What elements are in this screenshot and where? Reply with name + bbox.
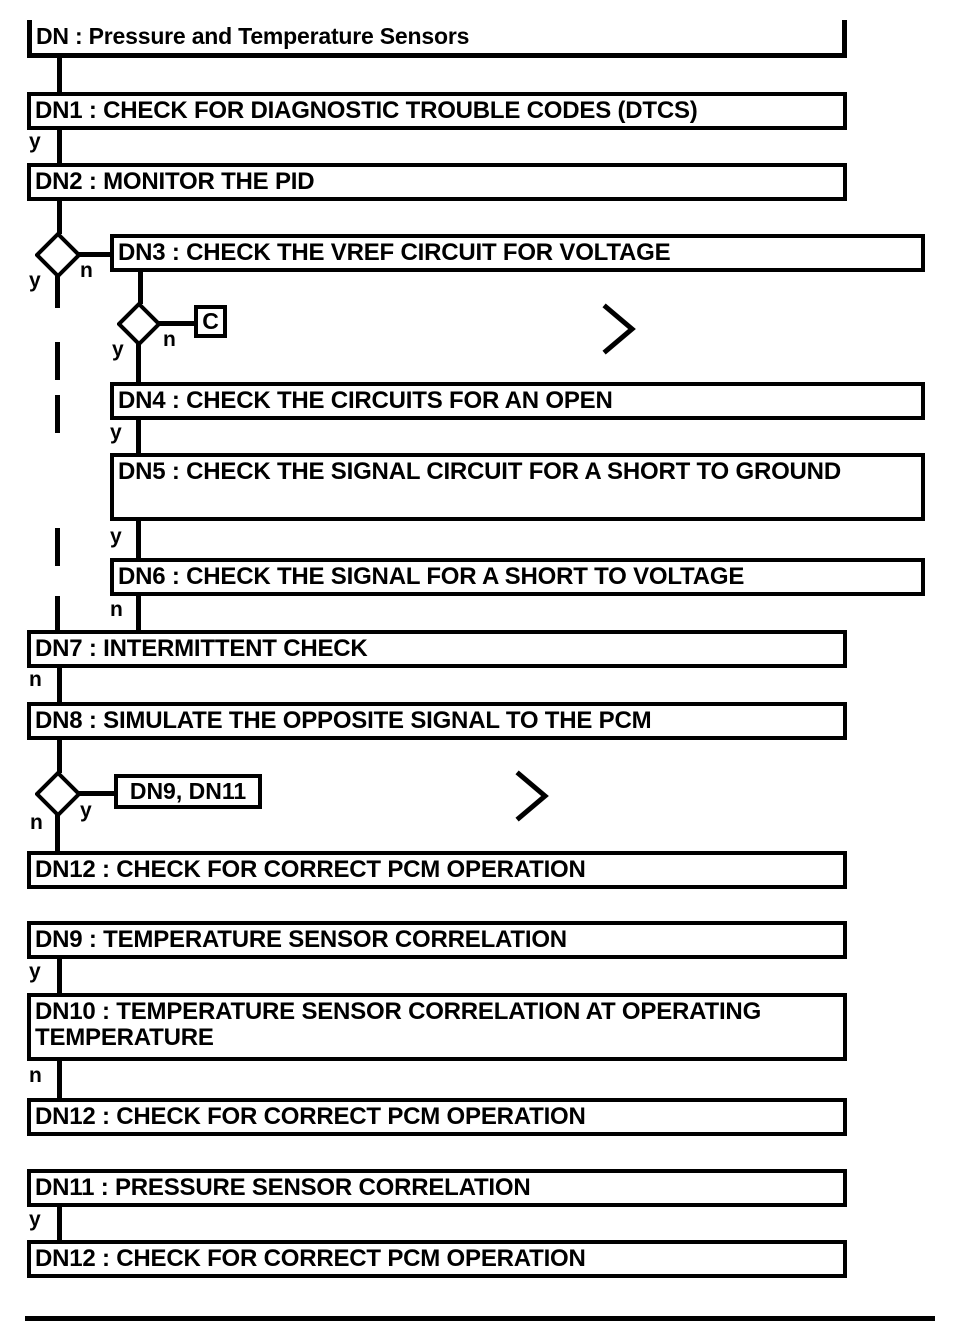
connector-dn11-to-dn12c — [57, 1206, 62, 1242]
flow-box-label: DN10 : TEMPERATURE SENSOR CORRELATION AT… — [35, 998, 762, 1051]
footer-rule — [25, 1316, 935, 1321]
flow-box-dn6[interactable]: DN6 : CHECK THE SIGNAL FOR A SHORT TO VO… — [110, 558, 925, 596]
goto-chevron-icon-1 — [600, 303, 644, 355]
flow-box-label: DN5 : CHECK THE SIGNAL CIRCUIT FOR A SHO… — [118, 458, 841, 485]
flow-box-label: DN2 : MONITOR THE PID — [35, 168, 315, 196]
branch-label-dn6-no: n — [110, 598, 123, 621]
branch-label-dn10-no: n — [29, 1064, 42, 1087]
flow-box-dn1[interactable]: DN1 : CHECK FOR DIAGNOSTIC TROUBLE CODES… — [27, 92, 847, 130]
connector-dn2-to-decision1 — [57, 200, 62, 234]
flow-box-label: DN12 : CHECK FOR CORRECT PCM OPERATION — [35, 1245, 586, 1273]
flow-box-dn5[interactable]: DN5 : CHECK THE SIGNAL CIRCUIT FOR A SHO… — [110, 453, 925, 521]
flow-box-label: DN8 : SIMULATE THE OPPOSITE SIGNAL TO TH… — [35, 707, 652, 735]
flow-box-dn-title[interactable]: DN : Pressure and Temperature Sensors — [27, 20, 847, 58]
connector-decision1-yes-dash-2 — [55, 395, 60, 433]
branch-label-dn5-yes: y — [110, 525, 122, 548]
connector-dn6-to-dn7 — [136, 595, 141, 631]
connector-tag-label: C — [202, 308, 219, 334]
branch-label-decision2-yes: y — [112, 338, 124, 361]
flow-box-label: DN12 : CHECK FOR CORRECT PCM OPERATION — [35, 1103, 586, 1131]
flow-box-dn7[interactable]: DN7 : INTERMITTENT CHECK — [27, 630, 847, 668]
connector-dn8-to-decision3 — [57, 739, 62, 773]
flow-box-dn8[interactable]: DN8 : SIMULATE THE OPPOSITE SIGNAL TO TH… — [27, 702, 847, 740]
branch-label-decision3-yes: y — [80, 799, 92, 822]
flow-box-dn9[interactable]: DN9 : TEMPERATURE SENSOR CORRELATION — [27, 921, 847, 959]
branch-label-dn9-yes: y — [29, 960, 41, 983]
branch-label-dn1-yes: y — [29, 130, 41, 153]
flow-box-label: DN : Pressure and Temperature Sensors — [36, 23, 470, 50]
connector-dn10-to-dn12b — [57, 1060, 62, 1098]
connector-decision1-yes-dash-4 — [55, 596, 60, 630]
branch-label-decision3-no: n — [30, 811, 43, 834]
connector-dn3-to-decision2 — [138, 271, 143, 304]
flow-box-label: DN6 : CHECK THE SIGNAL FOR A SHORT TO VO… — [118, 563, 745, 591]
flow-box-label: DN12 : CHECK FOR CORRECT PCM OPERATION — [35, 856, 586, 884]
connector-decision3-no-to-dn12a — [55, 814, 60, 852]
flow-box-label: DN4 : CHECK THE CIRCUITS FOR AN OPEN — [118, 387, 613, 415]
connector-decision1-no-to-dn3 — [78, 252, 114, 257]
flow-box-label: DN7 : INTERMITTENT CHECK — [35, 635, 368, 663]
connector-tag-dn9-dn11[interactable]: DN9, DN11 — [114, 774, 262, 809]
connector-dn5-to-dn6 — [136, 520, 141, 558]
connector-title-to-dn1 — [57, 57, 62, 94]
branch-label-decision2-no: n — [163, 328, 176, 351]
connector-tag-label: DN9, DN11 — [129, 778, 247, 804]
branch-label-decision1-no: n — [80, 259, 93, 282]
flow-box-label: DN9 : TEMPERATURE SENSOR CORRELATION — [35, 926, 567, 954]
connector-decision1-yes-dash-3 — [55, 528, 60, 566]
connector-decision1-yes-stub — [55, 276, 60, 308]
flow-box-dn12-c[interactable]: DN12 : CHECK FOR CORRECT PCM OPERATION — [27, 1240, 847, 1278]
connector-dn1-to-dn2 — [57, 129, 62, 165]
flow-box-dn12-b[interactable]: DN12 : CHECK FOR CORRECT PCM OPERATION — [27, 1098, 847, 1136]
decision-diamond-1[interactable] — [35, 232, 81, 278]
connector-dn7-to-dn8 — [57, 667, 62, 703]
flow-box-label: DN3 : CHECK THE VREF CIRCUIT FOR VOLTAGE — [118, 239, 671, 267]
flow-box-dn3[interactable]: DN3 : CHECK THE VREF CIRCUIT FOR VOLTAGE — [110, 234, 925, 272]
flow-box-label: DN11 : PRESSURE SENSOR CORRELATION — [35, 1174, 531, 1202]
goto-chevron-icon-2 — [513, 770, 557, 822]
connector-dn4-to-dn5 — [136, 419, 141, 455]
connector-decision1-yes-dash-1 — [55, 342, 60, 380]
connector-dn9-to-dn10 — [57, 958, 62, 994]
flow-box-label: DN1 : CHECK FOR DIAGNOSTIC TROUBLE CODES… — [35, 97, 698, 125]
flow-box-dn2[interactable]: DN2 : MONITOR THE PID — [27, 163, 847, 201]
connector-decision3-yes-to-tag — [78, 791, 116, 796]
flow-box-dn11[interactable]: DN11 : PRESSURE SENSOR CORRELATION — [27, 1169, 847, 1207]
connector-tag-c[interactable]: C — [194, 305, 227, 338]
flow-box-dn10[interactable]: DN10 : TEMPERATURE SENSOR CORRELATION AT… — [27, 993, 847, 1061]
connector-decision2-yes-to-dn4 — [136, 344, 141, 382]
branch-label-dn11-yes: y — [29, 1208, 41, 1231]
branch-label-dn4-yes: y — [110, 421, 122, 444]
branch-label-dn7-no: n — [29, 668, 42, 691]
flow-box-dn12-a[interactable]: DN12 : CHECK FOR CORRECT PCM OPERATION — [27, 851, 847, 889]
flow-box-dn4[interactable]: DN4 : CHECK THE CIRCUITS FOR AN OPEN — [110, 382, 925, 420]
branch-label-decision1-yes: y — [29, 269, 41, 292]
connector-decision2-no-to-tag-c — [158, 321, 196, 326]
